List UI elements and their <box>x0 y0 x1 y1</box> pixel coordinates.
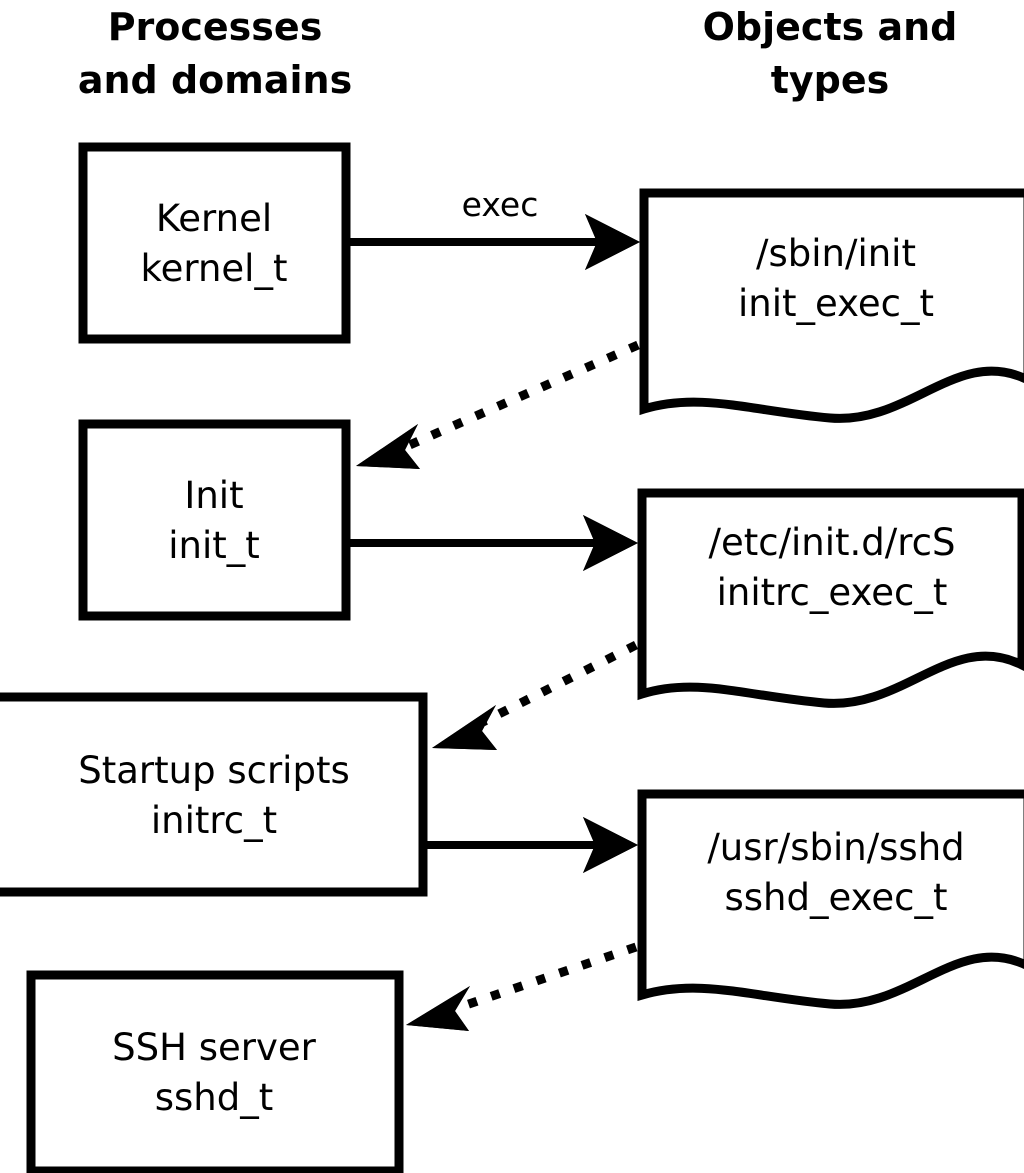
objects-header-line2: types <box>771 58 890 102</box>
object-node-init-exec-shape[interactable] <box>639 188 1024 423</box>
process-node-kernel-box[interactable] <box>78 142 351 344</box>
process-node-kernel-name: Kernel <box>156 197 272 240</box>
arrowhead-overlay-kernel-exec <box>585 214 640 270</box>
process-node-kernel-type: kernel_t <box>141 247 288 290</box>
process-node-initrc-box[interactable] <box>0 692 428 897</box>
edge-initexec-to-init-line <box>403 340 640 452</box>
process-node-initrc-type: initrc_t <box>151 799 277 842</box>
arrowhead-overlay-initrc-exec <box>583 817 638 873</box>
arrowhead-overlay-layer <box>356 214 640 1031</box>
objects-header-line1: Objects and <box>703 5 958 49</box>
object-node-initrc-exec[interactable]: /etc/init.d/rcS initrc_exec_t <box>637 488 1024 708</box>
process-node-sshd-name: SSH server <box>112 1026 316 1069</box>
object-node-init-exec-path: /sbin/init <box>756 232 916 275</box>
object-node-sshd-exec-shape[interactable] <box>637 789 1024 1009</box>
object-node-sshd-exec-type: sshd_exec_t <box>725 876 948 919</box>
process-node-init[interactable]: Init init_t <box>78 419 351 621</box>
process-node-sshd[interactable]: SSH server sshd_t <box>26 970 404 1173</box>
process-node-kernel[interactable]: Kernel kernel_t <box>78 142 351 344</box>
column-header-objects: Objects and types <box>703 5 958 102</box>
object-node-initrc-exec-path: /etc/init.d/rcS <box>708 521 955 564</box>
process-node-initrc[interactable]: Startup scripts initrc_t <box>0 692 428 897</box>
arrowhead-overlay-initexec-init <box>356 424 420 469</box>
arrowhead-overlay-init-exec <box>583 515 638 571</box>
process-node-init-box[interactable] <box>78 419 351 621</box>
processes-header-line1: Processes <box>108 5 323 49</box>
object-node-init-exec-type: init_exec_t <box>738 282 934 325</box>
process-node-initrc-name: Startup scripts <box>78 749 349 792</box>
edge-label-exec: exec <box>462 185 539 224</box>
object-node-sshd-exec-path: /usr/sbin/sshd <box>707 826 964 869</box>
processes-header-line2: and domains <box>78 58 352 102</box>
process-node-init-name: Init <box>184 474 243 517</box>
arrowhead-overlay-initrcexec-initrc <box>432 705 497 750</box>
edge-initrcexec-to-initrc-line <box>480 640 639 727</box>
column-header-processes: Processes and domains <box>78 5 352 102</box>
arrowhead-overlay-sshdexec-sshd <box>406 986 470 1031</box>
process-node-sshd-box[interactable] <box>26 970 404 1173</box>
object-node-initrc-exec-type: initrc_exec_t <box>717 571 948 614</box>
process-node-init-type: init_t <box>168 524 260 567</box>
object-node-init-exec[interactable]: /sbin/init init_exec_t <box>639 188 1024 423</box>
process-node-sshd-type: sshd_t <box>155 1076 274 1119</box>
edge-sshdexec-to-sshd-line <box>458 942 638 1012</box>
object-node-initrc-exec-shape[interactable] <box>637 488 1024 708</box>
object-node-sshd-exec[interactable]: /usr/sbin/sshd sshd_exec_t <box>637 789 1024 1009</box>
